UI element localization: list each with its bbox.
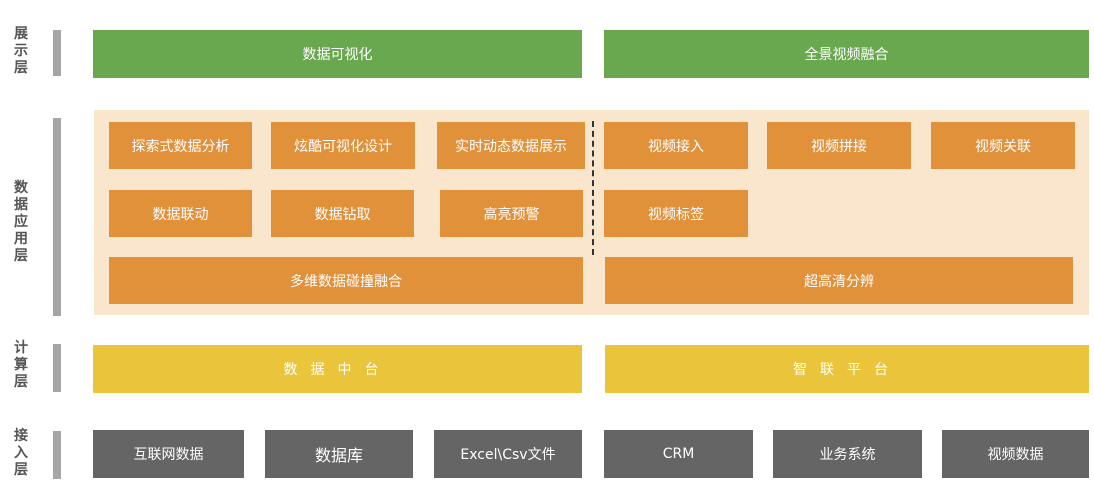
app-box-wide: 超高清分辨 — [605, 257, 1073, 304]
app-box: 数据联动 — [109, 190, 252, 237]
access-box: Excel\Csv文件 — [434, 430, 582, 478]
app-box: 高亮预警 — [440, 190, 583, 237]
app-box: 视频接入 — [604, 122, 748, 169]
access-box: 互联网数据 — [93, 430, 244, 478]
access-box: CRM — [604, 430, 753, 478]
application-layer-label: 数 据 应 用 层 — [14, 180, 28, 264]
application-layer-bar — [53, 118, 61, 316]
app-box-wide: 多维数据碰撞融合 — [109, 257, 583, 304]
app-box: 探索式数据分析 — [109, 122, 252, 169]
compute-layer-label: 计 算 层 — [14, 340, 28, 390]
app-box: 视频标签 — [604, 190, 748, 237]
access-box: 业务系统 — [773, 430, 922, 478]
app-box: 视频拼接 — [767, 122, 911, 169]
application-divider — [592, 121, 594, 255]
display-layer-label: 展 示 层 — [14, 26, 28, 76]
app-box: 炫酷可视化设计 — [271, 122, 415, 169]
app-box: 数据钻取 — [271, 190, 414, 237]
access-box: 视频数据 — [942, 430, 1089, 478]
display-box-data-visualization: 数据可视化 — [93, 30, 582, 78]
display-box-panoramic-video: 全景视频融合 — [604, 30, 1089, 78]
app-box: 视频关联 — [931, 122, 1075, 169]
compute-box-smart-platform: 智联平台 — [605, 345, 1089, 393]
app-box: 实时动态数据展示 — [437, 122, 585, 169]
compute-box-data-platform: 数据中台 — [93, 345, 582, 393]
display-layer-bar — [53, 30, 61, 76]
access-layer-label: 接 入 层 — [14, 428, 28, 478]
access-layer-bar — [53, 431, 61, 479]
access-box: 数据库 — [265, 430, 413, 478]
compute-layer-bar — [53, 344, 61, 392]
